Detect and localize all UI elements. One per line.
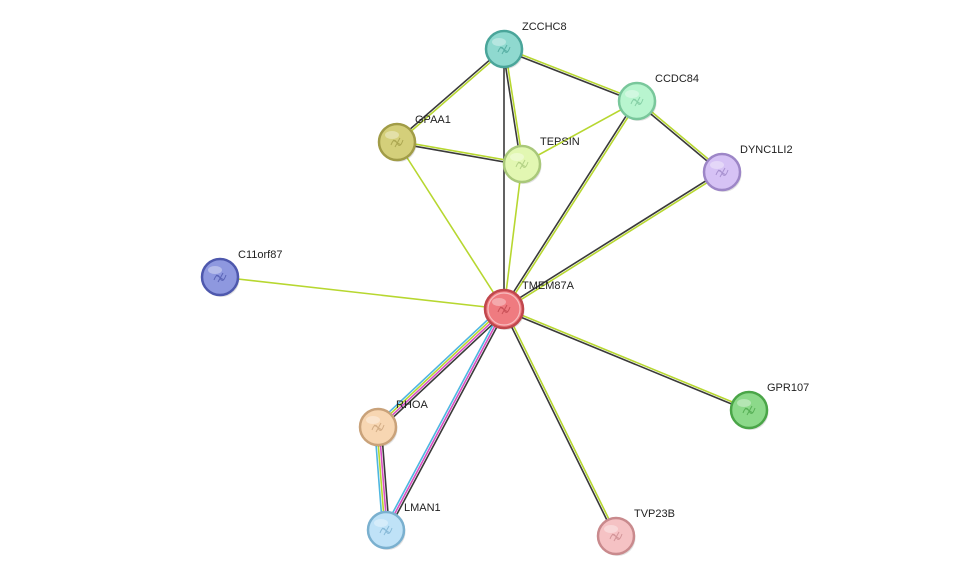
edge-strand — [502, 170, 723, 309]
edge-strand — [396, 140, 523, 164]
edge-strand — [383, 307, 503, 530]
edge-c11orf87-tmem87a[interactable] — [219, 276, 505, 310]
edge-strand — [396, 141, 505, 310]
node-label: GPR107 — [767, 382, 809, 394]
edge-ccdc84-tmem87a[interactable] — [502, 99, 639, 311]
node-label: CCDC84 — [655, 73, 699, 85]
protein-structure-icon — [715, 167, 729, 178]
node-highlight — [366, 416, 380, 424]
edge-tmem87a-rhoa[interactable] — [374, 305, 508, 431]
node-highlight — [492, 298, 506, 306]
edge-strand — [377, 309, 506, 429]
node-label: TMEM87A — [522, 280, 575, 292]
edge-zcchc8-gpaa1[interactable] — [395, 47, 506, 144]
node-gpaa1[interactable]: GPAA1 — [377, 114, 451, 162]
protein-structure-icon — [379, 525, 393, 536]
edge-strand — [385, 308, 505, 531]
node-label: LMAN1 — [404, 502, 441, 514]
edge-dync1li2-tmem87a[interactable] — [502, 170, 724, 311]
edge-strand — [504, 100, 639, 311]
edge-strand — [396, 49, 506, 144]
node-rhoa[interactable]: RHOA — [358, 399, 428, 447]
node-zcchc8[interactable]: ZCCHC8 — [484, 21, 567, 69]
edge-strand — [504, 48, 524, 165]
node-highlight — [737, 399, 751, 407]
protein-structure-icon — [497, 304, 511, 315]
node-highlight — [710, 161, 724, 169]
node-label: GPAA1 — [415, 114, 451, 126]
edge-strand — [503, 163, 523, 310]
node-tmem87a[interactable]: TMEM87A — [483, 280, 575, 330]
node-tvp23b[interactable]: TVP23B — [596, 508, 675, 556]
edge-strand — [502, 49, 638, 103]
node-highlight — [510, 153, 524, 161]
edge-strand — [504, 307, 618, 537]
node-label: TEPSIN — [540, 136, 580, 148]
protein-structure-icon — [609, 531, 623, 542]
edge-gpaa1-tepsin[interactable] — [396, 140, 523, 166]
edge-tepsin-tmem87a[interactable] — [503, 163, 523, 310]
protein-structure-icon — [390, 137, 404, 148]
node-gpr107[interactable]: GPR107 — [729, 382, 809, 430]
edge-strand — [396, 142, 523, 166]
protein-structure-icon — [371, 422, 385, 433]
edge-strand — [502, 48, 522, 165]
node-lman1[interactable]: LMAN1 — [366, 502, 441, 550]
edge-strand — [376, 307, 505, 427]
edge-strand — [503, 307, 751, 410]
node-tepsin[interactable]: TEPSIN — [502, 136, 580, 184]
edge-zcchc8-ccdc84[interactable] — [502, 47, 639, 103]
node-label: DYNC1LI2 — [740, 144, 793, 156]
node-highlight — [374, 519, 388, 527]
edge-strand — [374, 305, 503, 426]
edge-strand — [395, 47, 505, 142]
protein-structure-icon — [630, 96, 644, 107]
edges-layer — [219, 47, 751, 538]
node-highlight — [604, 525, 618, 533]
protein-structure-icon — [213, 272, 227, 283]
edge-tepsin-ccdc84[interactable] — [521, 100, 638, 165]
protein-structure-icon — [497, 44, 511, 55]
node-label: TVP23B — [634, 508, 675, 520]
edge-strand — [502, 309, 750, 412]
node-highlight — [625, 90, 639, 98]
node-label: RHOA — [396, 399, 428, 411]
node-highlight — [208, 266, 222, 274]
node-label: ZCCHC8 — [522, 21, 567, 33]
protein-structure-icon — [515, 159, 529, 170]
edge-tmem87a-gpr107[interactable] — [502, 307, 751, 412]
edge-tmem87a-lman1[interactable] — [383, 307, 507, 532]
edge-strand — [502, 308, 616, 538]
edge-strand — [521, 100, 638, 165]
edge-strand — [219, 276, 505, 310]
node-ccdc84[interactable]: CCDC84 — [617, 73, 699, 121]
edge-strand — [503, 47, 639, 101]
protein-structure-icon — [742, 405, 756, 416]
edge-strand — [502, 99, 637, 310]
node-c11orf87[interactable]: C11orf87 — [200, 249, 282, 297]
edge-strand — [503, 172, 724, 311]
edge-zcchc8-tepsin[interactable] — [502, 48, 524, 165]
edge-strand — [387, 309, 507, 532]
edge-tmem87a-tvp23b[interactable] — [502, 307, 618, 538]
node-hub-ring — [487, 292, 521, 326]
node-label: C11orf87 — [238, 249, 282, 261]
edge-gpaa1-tmem87a[interactable] — [396, 141, 505, 310]
node-dync1li2[interactable]: DYNC1LI2 — [702, 144, 793, 192]
edge-strand — [379, 310, 508, 431]
node-highlight — [385, 131, 399, 139]
node-highlight — [492, 38, 506, 46]
